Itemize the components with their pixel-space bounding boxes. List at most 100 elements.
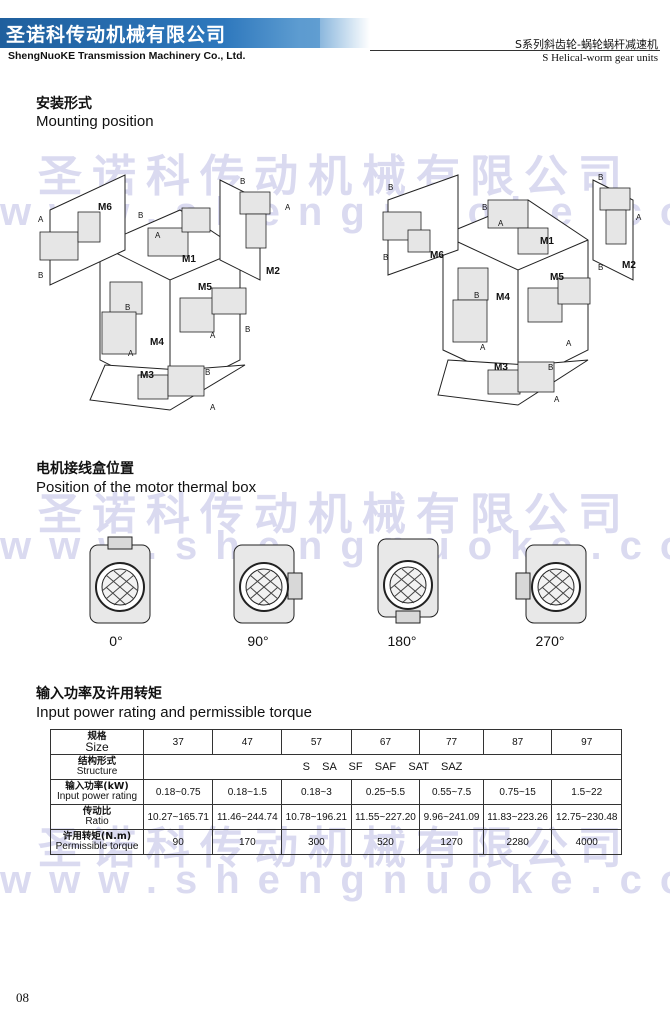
- label-m5: M5: [198, 282, 212, 293]
- header-bar: [0, 18, 320, 48]
- torque-cell: 520: [350, 829, 421, 855]
- svg-text:A: A: [210, 403, 216, 412]
- svg-text:B: B: [548, 363, 553, 372]
- size-cell: 67: [350, 729, 421, 755]
- mounting-title-cn: 安装形式: [36, 96, 92, 112]
- label-m1: M1: [540, 236, 554, 247]
- svg-text:B: B: [245, 325, 250, 334]
- svg-text:B: B: [482, 203, 487, 212]
- torque-cell: 1270: [419, 829, 484, 855]
- size-cell: 77: [419, 729, 484, 755]
- ratio-label: 传动比 Ratio: [50, 804, 144, 830]
- svg-text:A: A: [128, 349, 134, 358]
- power-cell: 0.75~15: [482, 779, 553, 805]
- company-name-en: ShengNuoKE Transmission Machinery Co., L…: [8, 50, 246, 62]
- table-row-ratio: 传动比 Ratio 10.27~165.71 11.46~244.74 10.7…: [50, 804, 622, 830]
- svg-text:A: A: [480, 343, 486, 352]
- power-title-en: Input power rating and permissible torqu…: [36, 704, 312, 721]
- thermal-box-0: [89, 536, 151, 624]
- spec-table: 规格 Size 37 47 57 67 77 87 97 结构形式 Struct…: [50, 729, 622, 855]
- company-name-cn: 圣诺科传动机械有限公司: [6, 24, 227, 46]
- angle-180: 180°: [387, 633, 417, 649]
- svg-text:B: B: [205, 368, 210, 377]
- table-row-torque: 许用转矩(N.m) Permissible torque 90 170 300 …: [50, 829, 622, 855]
- svg-text:A: A: [566, 339, 572, 348]
- angle-0: 0°: [109, 633, 123, 649]
- power-cell: 1.5~22: [551, 779, 622, 805]
- label-m6: M6: [430, 250, 444, 261]
- power-cell: 0.18~0.75: [142, 779, 214, 805]
- label-m6: M6: [98, 202, 112, 213]
- torque-cell: 90: [142, 829, 214, 855]
- torque-cell: 170: [212, 829, 283, 855]
- watermark-en: www.shengnuoke.com: [0, 858, 670, 902]
- size-cell: 37: [142, 729, 214, 755]
- size-cell: 97: [551, 729, 622, 755]
- watermark-cn: 圣诺科传动机械有限公司: [38, 489, 632, 540]
- ratio-cell: 9.96~241.09: [419, 804, 484, 830]
- size-label: 规格 Size: [50, 729, 144, 755]
- svg-text:B: B: [38, 271, 43, 280]
- torque-cell: 4000: [551, 829, 622, 855]
- svg-text:B: B: [138, 211, 143, 220]
- table-row-structure: 结构形式 Structure S SA SF SAF SAT SAZ: [50, 754, 622, 780]
- svg-text:A: A: [636, 213, 642, 222]
- table-row-size: 规格 Size 37 47 57 67 77 87 97: [50, 729, 622, 755]
- ratio-cell: 11.55~227.20: [350, 804, 421, 830]
- thermal-box-270: [515, 544, 587, 624]
- ratio-cell: 11.46~244.74: [212, 804, 283, 830]
- svg-text:B: B: [388, 183, 393, 192]
- thermal-box-180: [377, 538, 439, 624]
- ratio-cell: 10.78~196.21: [281, 804, 352, 830]
- ratio-cell: 12.75~230.48: [551, 804, 622, 830]
- svg-text:A: A: [38, 215, 44, 224]
- thermal-box-90: [233, 544, 303, 624]
- svg-text:B: B: [474, 291, 479, 300]
- svg-text:B: B: [598, 263, 603, 272]
- ratio-cell: 11.83~223.26: [482, 804, 553, 830]
- label-m5: M5: [550, 272, 564, 283]
- watermark-cn: 圣诺科传动机械有限公司: [38, 151, 632, 202]
- torque-cell: 2280: [482, 829, 553, 855]
- mounting-title-en: Mounting position: [36, 113, 154, 130]
- series-title-en: S Helical-worm gear units: [542, 52, 658, 64]
- page-number: 08: [16, 990, 29, 1005]
- label-m1: M1: [182, 254, 196, 265]
- structure-label: 结构形式 Structure: [50, 754, 144, 780]
- svg-text:A: A: [554, 395, 560, 404]
- torque-label: 许用转矩(N.m) Permissible torque: [50, 829, 144, 855]
- svg-text:A: A: [498, 219, 504, 228]
- svg-text:A: A: [285, 203, 290, 212]
- size-cell: 57: [281, 729, 352, 755]
- series-title-cn: S系列斜齿轮-蜗轮蜗杆减速机: [515, 38, 658, 51]
- ratio-cell: 10.27~165.71: [142, 804, 214, 830]
- svg-text:A: A: [155, 231, 161, 240]
- structure-value: S SA SF SAF SAT SAZ: [143, 754, 622, 780]
- angle-270: 270°: [535, 633, 565, 649]
- svg-text:B: B: [383, 253, 388, 262]
- label-m4: M4: [150, 337, 164, 348]
- thermal-title-cn: 电机接线盒位置: [36, 461, 134, 477]
- label-m2: M2: [622, 260, 636, 271]
- label-m2: M2: [266, 266, 280, 277]
- power-cell: 0.25~5.5: [350, 779, 421, 805]
- label-m3: M3: [140, 370, 154, 381]
- mounting-diagram-left: M6 M1 M2 M5 M4 M3 A B B A B A A B B A B …: [38, 174, 290, 412]
- table-row-power: 输入功率(kW) Input power rating 0.18~0.75 0.…: [50, 779, 622, 805]
- header-rule: [370, 50, 660, 51]
- power-cell: 0.55~7.5: [419, 779, 484, 805]
- power-label: 输入功率(kW) Input power rating: [50, 779, 144, 805]
- svg-text:B: B: [125, 303, 130, 312]
- power-cell: 0.18~3: [281, 779, 352, 805]
- label-m4: M4: [496, 292, 510, 303]
- svg-text:A: A: [210, 331, 216, 340]
- power-title-cn: 输入功率及许用转矩: [36, 686, 162, 702]
- thermal-title-en: Position of the motor thermal box: [36, 479, 257, 496]
- size-cell: 87: [482, 729, 553, 755]
- size-cell: 47: [212, 729, 283, 755]
- svg-text:B: B: [598, 173, 603, 182]
- torque-cell: 300: [281, 829, 352, 855]
- angle-90: 90°: [247, 633, 269, 649]
- label-m3: M3: [494, 362, 508, 373]
- mounting-diagram-right: M6 M1 M2 M5 M4 M3 B B B A B A A B B A B …: [382, 173, 642, 406]
